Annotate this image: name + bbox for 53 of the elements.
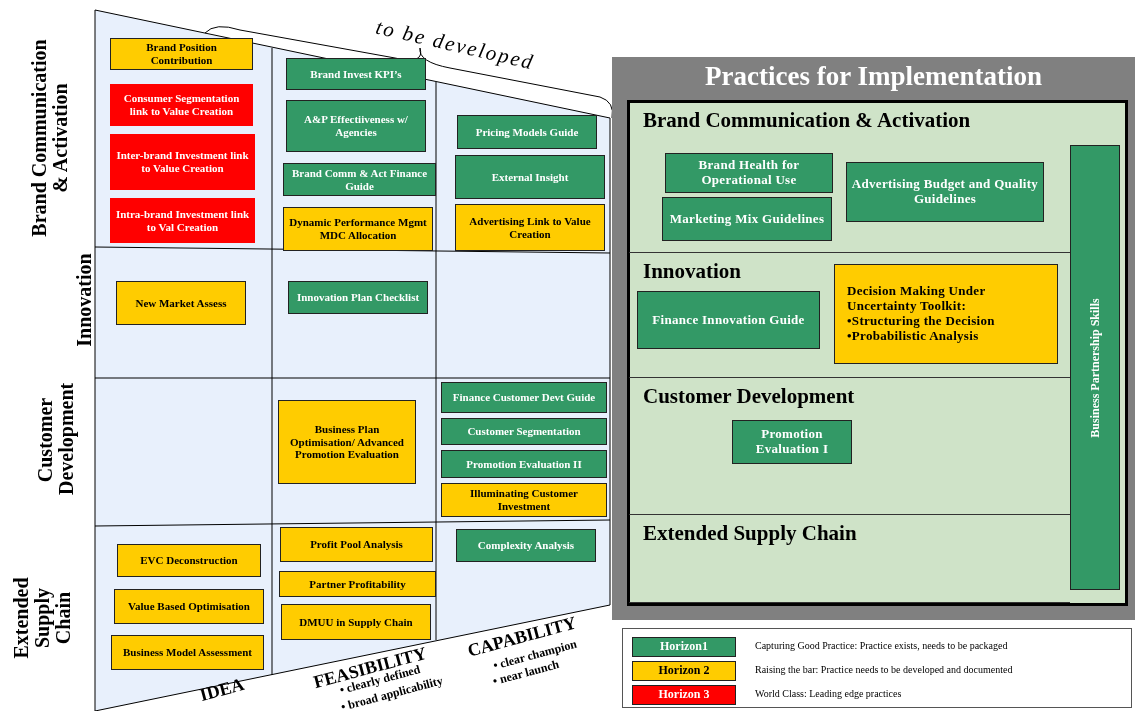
practice-box: Intra-brand Investment link to Val Creation [110,198,255,243]
legend-text: World Class: Leading edge practices [755,688,902,699]
practice-box: Brand Invest KPI’s [286,58,426,90]
bar-label: Business Partnership Skills [1087,297,1103,438]
skills-bar [1070,145,1120,590]
bullet-item: •Probabilistic Analysis [847,328,979,344]
section-heading: Brand Communication & Activation [643,108,971,133]
practice-box: Inter-brand Investment link to Value Creation [110,134,255,190]
box-heading: Decision Making Under Uncertainty Toolkit: [847,284,987,314]
practice-box: Consumer Segmentation link to Value Creation [110,84,253,126]
practice-box: EVC Deconstruction [117,544,261,577]
practice-box: Brand Health for Operational Use [665,153,833,193]
practice-box: Pricing Models Guide [457,115,597,149]
practice-box: Business Model Assessment [111,635,264,670]
practice-box: Advertising Budget and Quality Guidelines [846,162,1044,222]
practice-box: Business Plan Optimisation/ Advanced Promotion Evaluation [278,400,416,484]
row-header: Customer Development [35,385,77,495]
legend-swatch: Horizon 2 [632,661,736,681]
practice-box: Advertising Link to Value Creation [455,204,605,251]
practice-box: A&P Effectiiveness w/ Agencies [286,100,426,152]
practice-box: Value Based Optimisation [114,589,264,624]
section-heading: Customer Development [643,384,855,409]
bullet-item: •Structuring the Decision [847,314,995,329]
row-header: Innovation [73,252,95,349]
practice-box: Customer Segmentation [441,418,607,445]
practice-box: Innovation Plan Checklist [288,281,428,314]
practice-box: Dynamic Performance Mgmt MDC Allocation [283,207,433,251]
panel-title: Practices for Implementation [704,61,1043,92]
legend-swatch: Horizon 3 [632,685,736,705]
practice-box: Promotion Evaluation II [441,450,607,478]
column-header: IDEA [197,674,247,706]
practice-box: External Insight [455,155,605,199]
practice-box [834,264,1058,364]
practice-box: Promotion Evaluation I [732,420,852,464]
row-header: Brand Communication & Activation [29,38,71,239]
panel [612,57,1135,620]
section-heading: Extended Supply Chain [643,521,857,546]
practice-box: Marketing Mix Guidelines [662,197,832,241]
practice-box: Brand Comm & Act Finance Guide [283,163,436,196]
legend-text: Capturing Good Practice: Practice exists, needs to be packaged [755,640,1008,651]
practice-box: Illuminating Customer Investment [441,483,607,517]
practice-box: Finance Innovation Guide [637,291,820,349]
practice-box: DMUU in Supply Chain [281,604,431,640]
practice-box: Profit Pool Analysis [280,527,433,562]
practice-box: Partner Profitability [279,571,436,597]
practice-box: New Market Assess [116,281,246,325]
legend-text: Raising the bar: Practice needs to be developed and documented [755,664,1013,675]
legend-swatch: Horizon1 [632,637,736,657]
practice-box: Brand Position Contribution [110,38,253,70]
practice-box: Finance Customer Devt Guide [441,382,607,413]
practice-box: Complexity Analysis [456,529,596,562]
row-header: Extended Supply Chain [10,576,74,661]
section-heading: Innovation [643,259,742,284]
